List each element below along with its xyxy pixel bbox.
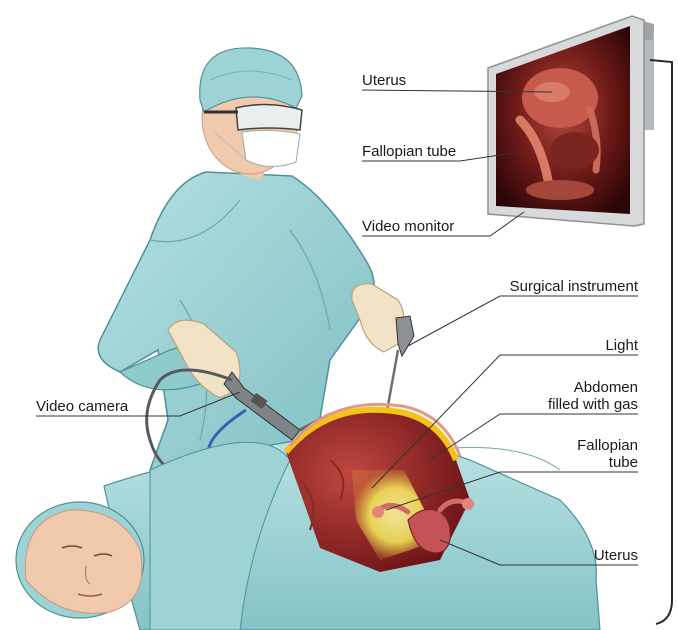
- label-fallopian-body-line1: Fallopian: [577, 437, 638, 454]
- label-video-monitor: Video monitor: [362, 218, 454, 235]
- leader-surgical-instrument: [408, 296, 638, 346]
- label-fallopian-body-line2: tube: [609, 454, 638, 471]
- label-fallopian-tube-monitor: Fallopian tube: [362, 143, 456, 160]
- label-light: Light: [605, 337, 638, 354]
- video-monitor: [488, 16, 644, 226]
- label-uterus-body: Uterus: [594, 547, 638, 564]
- label-uterus-monitor: Uterus: [362, 72, 406, 89]
- label-abdomen-line1: Abdomen: [574, 379, 638, 396]
- label-abdomen-line2: filled with gas: [548, 396, 638, 413]
- patient-head: [16, 502, 144, 618]
- label-video-camera: Video camera: [36, 398, 128, 415]
- label-surgical-instrument: Surgical instrument: [510, 278, 638, 295]
